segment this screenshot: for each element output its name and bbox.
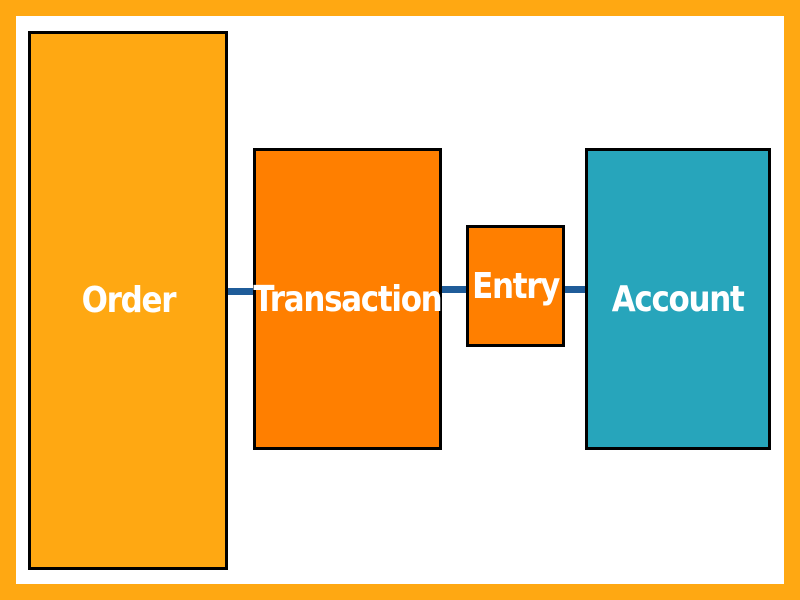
connector-entry-account <box>565 286 585 293</box>
node-order: Order <box>28 31 228 570</box>
node-transaction-label: Transaction <box>253 278 442 320</box>
node-order-label: Order <box>81 280 176 321</box>
node-entry: Entry <box>466 225 565 347</box>
connector-transaction-entry <box>442 286 466 293</box>
connector-order-transaction <box>228 288 253 295</box>
node-transaction: Transaction <box>253 148 443 450</box>
node-entry-label: Entry <box>472 265 560 307</box>
node-account: Account <box>585 148 771 450</box>
node-account-label: Account <box>612 278 745 320</box>
